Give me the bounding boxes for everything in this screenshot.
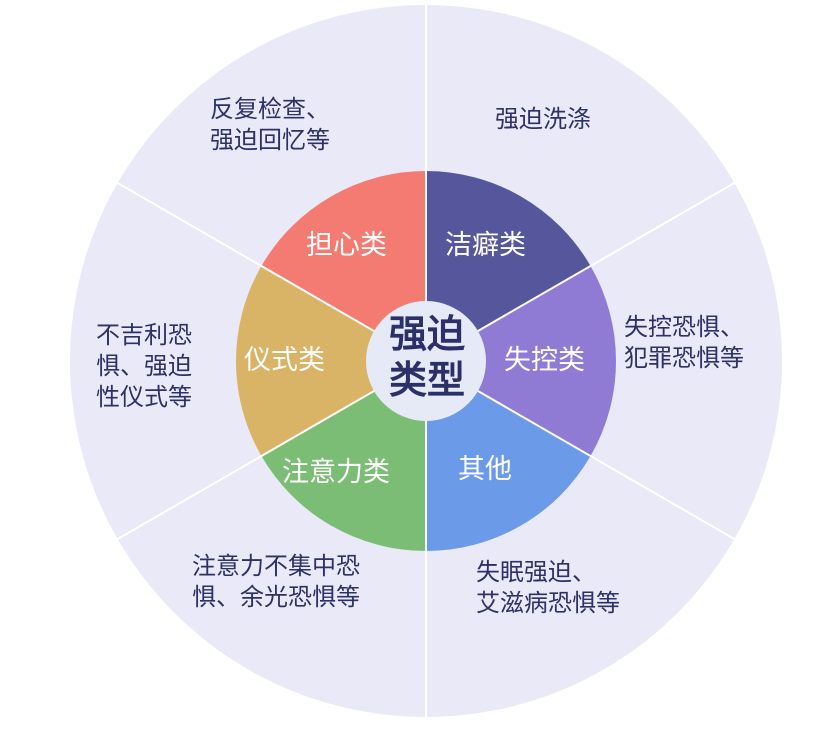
segment-wedge	[426, 266, 616, 456]
examples-worry: 反复检查、 强迫回忆等	[210, 95, 330, 155]
examples-ritual: 不吉利恐 惧、强迫 性仪式等	[96, 321, 192, 412]
center-title: 强迫 类型	[388, 312, 465, 402]
segment-label-other: 其他	[458, 454, 512, 485]
examples-attention: 注意力不集中恐 惧、余光恐惧等	[192, 552, 360, 612]
segment-label-attention: 注意力类	[282, 457, 390, 488]
segment-wedge	[261, 361, 426, 551]
examples-loss-of-control: 失控恐惧、 犯罪恐惧等	[624, 313, 744, 373]
segment-label-loss-of-control: 失控类	[504, 345, 585, 376]
segment-wedge	[426, 361, 591, 551]
segment-label-ritual: 仪式类	[244, 345, 325, 376]
segment-label-cleanliness: 洁癖类	[445, 230, 526, 261]
segment-wedge	[235, 266, 426, 456]
segment-wedge	[426, 171, 591, 361]
segment-label-worry: 担心类	[306, 230, 387, 261]
examples-other: 失眠强迫、 艾滋病恐惧等	[476, 558, 620, 618]
segment-wedge	[261, 171, 426, 361]
examples-cleanliness: 强迫洗涤	[495, 105, 591, 133]
center-circle	[366, 301, 486, 421]
